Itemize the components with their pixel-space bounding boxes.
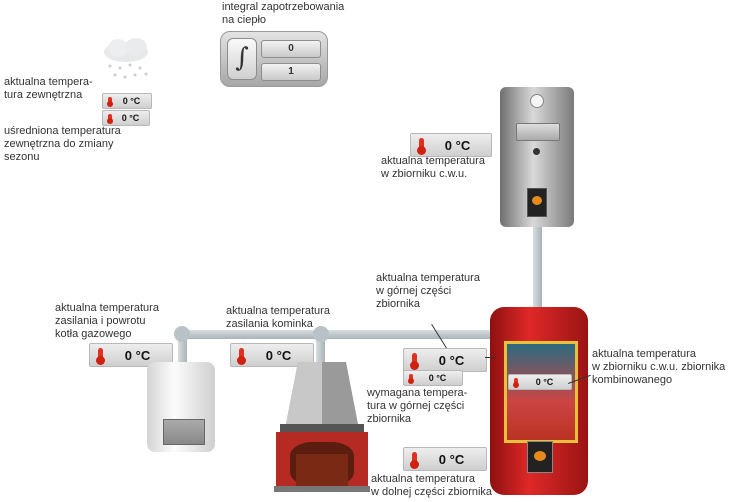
avg-outdoor-temp-label: uśredniona temperatura zewnętrzna do zmi… bbox=[4, 125, 121, 163]
outdoor-temp-label: aktualna tempera- tura zewnętrzna bbox=[4, 76, 93, 101]
buffer-combined-temp-badge[interactable]: 0 °C bbox=[508, 374, 572, 390]
dhw-tank[interactable] bbox=[500, 87, 574, 227]
supply-pipe-horizontal bbox=[178, 330, 498, 339]
buffer-tank[interactable] bbox=[490, 307, 588, 495]
buffer-combined-temp-label: aktualna temperatura w zbiorniku c.w.u. … bbox=[592, 348, 726, 386]
fireplace-temp-label: aktualna temperatura zasilania kominka bbox=[226, 305, 330, 330]
boiler-temp-label: aktualna temperatura zasilania i powrotu… bbox=[55, 302, 159, 340]
avg-outdoor-temp-value: 0 °C bbox=[121, 113, 140, 123]
boiler-temp-badge[interactable]: 0 °C bbox=[89, 343, 173, 367]
integral-panel: ∫ 0 1 bbox=[220, 31, 328, 87]
dhw-temp-badge[interactable]: 0 °C bbox=[410, 133, 492, 157]
integral-value-top: 0 bbox=[261, 40, 321, 58]
avg-outdoor-temp-badge[interactable]: 0 °C bbox=[102, 110, 150, 126]
dhw-tank-knob bbox=[533, 148, 540, 155]
buffer-bottom-temp-value: 0 °C bbox=[438, 451, 465, 467]
dhw-tank-firebox bbox=[527, 188, 547, 217]
fireplace-temp-value: 0 °C bbox=[265, 347, 292, 363]
boiler-window bbox=[163, 419, 205, 445]
pipe-joint bbox=[174, 326, 190, 342]
dhw-temp-label: aktualna temperatura w zbiorniku c.w.u. bbox=[381, 155, 485, 180]
dhw-tank-panel bbox=[516, 123, 560, 141]
buffer-inner-dhw bbox=[504, 341, 578, 443]
buffer-top-temp-value: 0 °C bbox=[438, 352, 465, 368]
gas-boiler[interactable] bbox=[147, 362, 215, 452]
outdoor-temp-value: 0 °C bbox=[122, 96, 141, 106]
boiler-temp-value: 0 °C bbox=[124, 347, 151, 363]
cloud-snow-icon bbox=[96, 34, 160, 82]
thermometer-icon bbox=[96, 348, 105, 365]
thermometer-icon bbox=[408, 374, 414, 384]
buffer-bottom-temp-badge[interactable]: 0 °C bbox=[403, 447, 487, 471]
buffer-required-temp-label: wymagana tempera- tura w górnej części z… bbox=[367, 387, 468, 425]
fireplace[interactable] bbox=[274, 362, 370, 492]
pipe-joint bbox=[313, 326, 329, 342]
thermometer-icon bbox=[410, 452, 419, 469]
thermometer-icon bbox=[237, 348, 246, 365]
buffer-bottom-temp-label: aktualna temperatura w dolnej części zbi… bbox=[371, 473, 493, 498]
dhw-pipe-vertical bbox=[533, 225, 542, 313]
thermometer-icon bbox=[107, 97, 113, 107]
leader-line bbox=[485, 357, 495, 358]
thermometer-icon bbox=[513, 378, 519, 388]
buffer-top-temp-badge[interactable]: 0 °C bbox=[403, 348, 487, 372]
buffer-top-temp-label: aktualna temperatura w górnej części zbi… bbox=[376, 272, 480, 310]
buffer-combined-temp-value: 0 °C bbox=[535, 377, 554, 387]
dhw-temp-value: 0 °C bbox=[444, 137, 471, 153]
integral-icon: ∫ bbox=[227, 38, 257, 80]
fireplace-pipe-vertical bbox=[316, 332, 325, 372]
integral-value-bottom: 1 bbox=[261, 63, 321, 81]
gauge-icon bbox=[530, 94, 544, 108]
buffer-firebox bbox=[527, 441, 553, 473]
integral-label: integral zapotrzebowania na ciepło bbox=[222, 1, 345, 26]
boiler-pipe-vertical bbox=[178, 332, 187, 372]
buffer-required-temp-badge[interactable]: 0 °C bbox=[403, 370, 463, 386]
thermometer-icon bbox=[410, 353, 419, 370]
thermometer-icon bbox=[107, 114, 113, 124]
buffer-required-temp-value: 0 °C bbox=[428, 373, 447, 383]
outdoor-temp-badge[interactable]: 0 °C bbox=[102, 93, 152, 109]
thermometer-icon bbox=[417, 138, 426, 155]
